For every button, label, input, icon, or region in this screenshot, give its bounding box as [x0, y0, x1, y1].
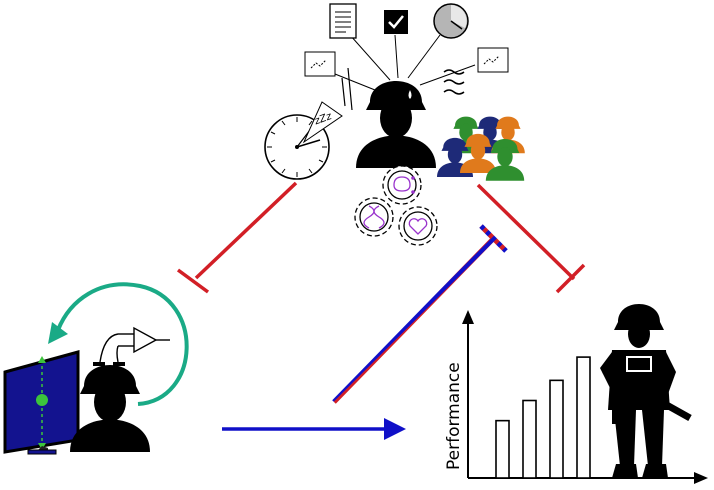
signature-form-icon	[304, 51, 336, 77]
brain-gear-icon	[382, 165, 422, 205]
y-axis-label: Performance	[444, 362, 464, 470]
electrode-icon	[113, 362, 125, 366]
bar-1	[495, 419, 510, 479]
mitigation-arrow	[332, 224, 508, 404]
user-silhouette-icon	[70, 365, 150, 452]
inhibit-arrow-right	[476, 183, 586, 294]
signature-form-icon	[477, 47, 509, 73]
electrode-icon	[93, 362, 105, 366]
feedback-loop-arrow	[56, 282, 189, 406]
clock-icon: zZz	[264, 101, 343, 180]
activate-arrow	[222, 418, 406, 440]
neurofeedback-unit	[3, 282, 189, 455]
checkbox-icon	[384, 10, 408, 34]
bar-4	[576, 356, 591, 479]
heart-gear-icon	[398, 206, 438, 246]
document-icon	[329, 3, 357, 39]
amplifier-icon	[99, 326, 170, 363]
biomarker-gears-icon	[354, 165, 438, 246]
soldier-icon	[600, 304, 692, 478]
team-icon	[437, 116, 525, 181]
bars	[495, 356, 591, 479]
heat-waves-icon	[443, 69, 465, 95]
dna-gear-icon	[354, 197, 394, 237]
bar-3	[549, 379, 564, 479]
motion-lines-icon	[341, 67, 353, 111]
monitor-icon	[3, 350, 80, 455]
stressed-soldier-icon	[356, 81, 436, 168]
bar-2	[522, 399, 537, 479]
stopwatch-icon	[433, 3, 469, 39]
inhibit-arrow-left	[176, 181, 298, 294]
performance-chart: Performance	[444, 310, 708, 484]
stressor-cluster: zZz	[264, 3, 525, 246]
